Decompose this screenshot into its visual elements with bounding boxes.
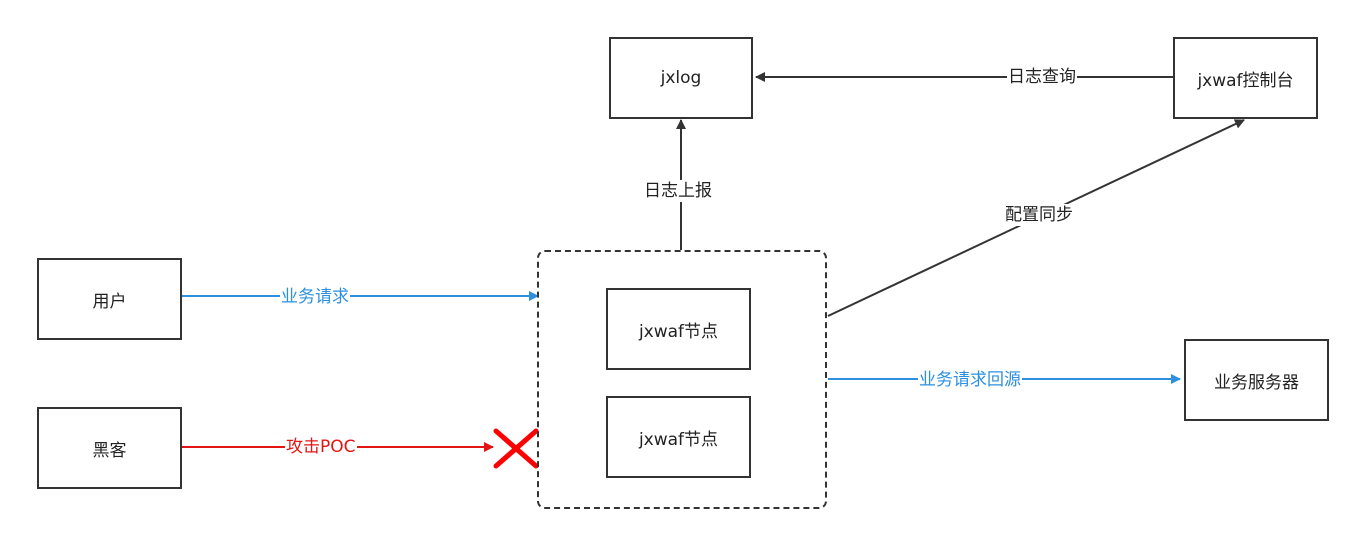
node-jxlog-label: jxlog <box>660 68 702 88</box>
edge-label-attack-poc: 攻击POC <box>285 436 357 458</box>
red-x-icon <box>493 428 539 469</box>
node-console: jxwaf控制台 <box>1173 37 1318 119</box>
edge-label-business-request-origin: 业务请求回源 <box>918 369 1022 391</box>
node-waf-2-label: jxwaf节点 <box>638 429 719 450</box>
node-console-label: jxwaf控制台 <box>1197 70 1294 91</box>
node-biz-server-label: 业务服务器 <box>1214 372 1299 393</box>
node-waf-2: jxwaf节点 <box>606 396 751 478</box>
edge-label-config-sync: 配置同步 <box>1004 204 1074 226</box>
node-hacker: 黑客 <box>37 407 182 489</box>
node-user-label: 用户 <box>92 291 127 312</box>
node-biz-server: 业务服务器 <box>1184 339 1329 421</box>
edge-label-log-report: 日志上报 <box>643 180 713 202</box>
waf-cluster-group <box>537 250 827 509</box>
edge-label-log-query: 日志查询 <box>1007 66 1077 88</box>
node-user: 用户 <box>37 258 182 340</box>
node-jxlog: jxlog <box>609 37 753 119</box>
node-waf-1: jxwaf节点 <box>606 288 751 370</box>
node-hacker-label: 黑客 <box>92 440 127 461</box>
node-waf-1-label: jxwaf节点 <box>638 321 719 342</box>
edge-label-business-request: 业务请求 <box>280 286 350 308</box>
